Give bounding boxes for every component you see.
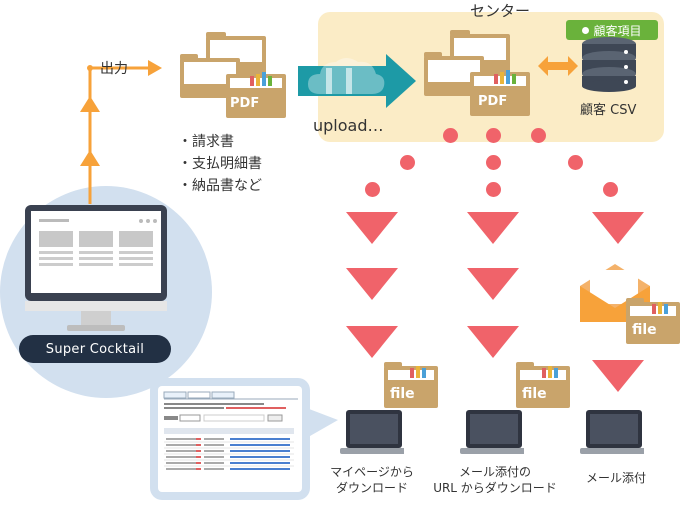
flow-dot: [400, 155, 415, 170]
flow-dot: [486, 128, 501, 143]
folder-icon: [180, 32, 286, 118]
database-icon: [582, 37, 636, 92]
mypage-preview: [158, 386, 302, 492]
cloud-upload-icon: [298, 54, 416, 108]
csv-label: 顧客 CSV: [580, 103, 637, 118]
flow-dot: [486, 182, 501, 197]
flow-arrow: [467, 212, 519, 244]
flow-dot: [568, 155, 583, 170]
file-folder-icon: [516, 362, 570, 408]
webpage-thumbnail: [163, 391, 298, 470]
channel-label-line2: ダウンロード: [335, 481, 408, 495]
mypage-preview-bubble: [150, 378, 310, 500]
file-folder-icon: [384, 362, 438, 408]
channel-label-line2: URL からダウンロード: [433, 481, 557, 495]
folder-stack-icon: [180, 32, 286, 118]
flow-dot: [531, 128, 546, 143]
flow-dot: [443, 128, 458, 143]
doc-item-payment: ・支払明細書: [178, 156, 262, 172]
laptop-icon: [580, 410, 644, 454]
flow-dot: [603, 182, 618, 197]
envelope-icon: [580, 264, 650, 322]
channel-label-line1: メール添付の: [458, 465, 531, 479]
channel-label-url: メール添付の URL からダウンロード: [428, 464, 562, 496]
center-folder-stack-icon: [424, 30, 530, 116]
center-pdf-label: PDF: [478, 94, 508, 109]
doc-item-invoice: ・請求書: [178, 134, 234, 150]
double-arrow-icon: [538, 56, 578, 76]
channel-label-mail: メール添付: [572, 470, 660, 486]
flow-arrow: [592, 212, 644, 244]
file-folder-icon: [626, 298, 680, 344]
flow-arrow: [467, 326, 519, 358]
flow-arrow: [346, 268, 398, 300]
flow-dot: [365, 182, 380, 197]
upload-label: upload…: [313, 116, 384, 135]
file-label: file: [522, 386, 547, 402]
super-cocktail-label: Super Cocktail: [19, 335, 171, 363]
channel-label-mypage: マイページから ダウンロード: [322, 464, 422, 496]
flow-dot: [486, 155, 501, 170]
laptop-icon: [460, 410, 524, 454]
flow-arrow: [346, 212, 398, 244]
file-label: file: [390, 386, 415, 402]
laptop-icon: [340, 410, 404, 454]
flow-arrow: [467, 268, 519, 300]
channel-label-line1: マイページから: [330, 465, 414, 479]
pdf-label: PDF: [230, 96, 260, 111]
center-title: センター: [470, 2, 531, 20]
file-label: file: [632, 322, 657, 338]
badge-dot: [582, 26, 590, 34]
output-label: 出力: [100, 61, 128, 77]
flow-arrow: [592, 360, 644, 392]
output-arrow: [80, 60, 162, 204]
badge-label: 顧客項目: [593, 23, 642, 38]
doc-item-delivery: ・納品書など: [178, 178, 262, 194]
flow-arrow: [346, 326, 398, 358]
channel-label-line1: メール添付: [585, 471, 646, 485]
customer-item-badge: 顧客項目: [566, 20, 658, 40]
monitor-icon: [25, 205, 167, 331]
